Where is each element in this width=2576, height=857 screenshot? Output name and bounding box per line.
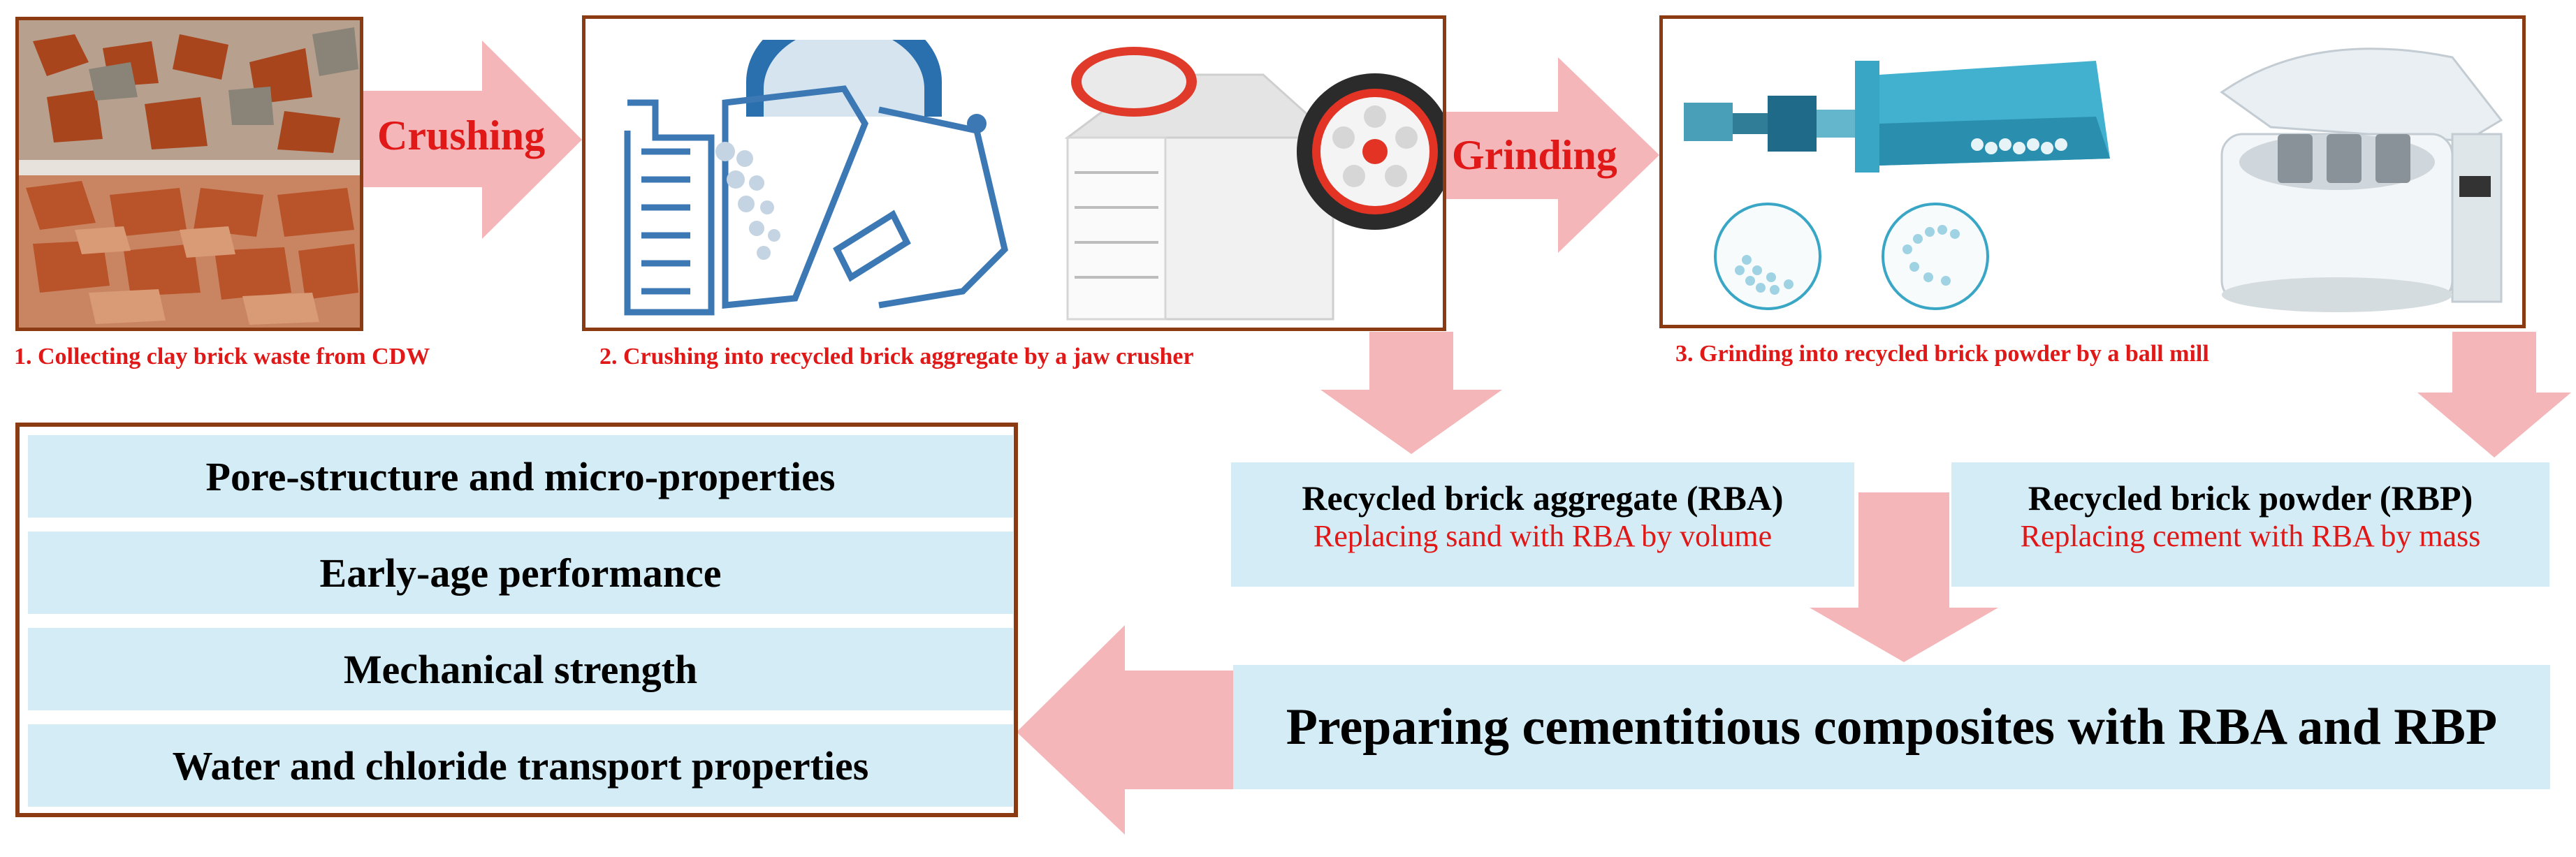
arrow-to-rba [1320, 332, 1502, 454]
caption-step-3: 3. Grinding into recycled brick powder b… [1675, 341, 2209, 367]
rbp-title: Recycled brick powder (RBP) [2028, 478, 2473, 518]
property-item-mechanical-strength: Mechanical strength [28, 628, 1013, 710]
brick-waste-photo [15, 17, 363, 331]
property-item-early-age: Early-age performance [28, 532, 1013, 614]
ball-mill-diagram-icon [1684, 61, 2110, 310]
composite-label: Preparing cementitious composites with R… [1286, 698, 2498, 756]
rbp-subtitle: Replacing cement with RBA by mass [2020, 519, 2481, 553]
property-item-pore-structure: Pore-structure and micro-properties [28, 435, 1013, 518]
rba-title: Recycled brick aggregate (RBA) [1302, 478, 1784, 518]
arrow-to-rbp [2417, 332, 2571, 457]
arrow-crushing-label: Crushing [377, 112, 546, 159]
caption-step-2: 2. Crushing into recycled brick aggregat… [599, 344, 1194, 369]
jaw-crusher-machine-icon [1064, 47, 1443, 321]
composite-panel: Preparing cementitious composites with R… [1233, 665, 2550, 789]
caption-step-1: 1. Collecting clay brick waste from CDW [14, 344, 430, 369]
arrow-grinding-label: Grinding [1452, 132, 1617, 178]
jaw-crusher-diagram-icon [624, 40, 1008, 316]
properties-box: Pore-structure and micro-properties Earl… [15, 423, 1018, 817]
rba-subtitle: Replacing sand with RBA by volume [1313, 519, 1773, 553]
planetary-ball-mill-machine-icon [2220, 47, 2503, 312]
jaw-crusher-frame [582, 15, 1446, 331]
arrow-to-properties [1017, 625, 1233, 835]
arrow-crushing [363, 41, 582, 239]
ball-mill-frame [1659, 15, 2526, 328]
rbp-panel: Recycled brick powder (RBP) Replacing ce… [1951, 462, 2549, 587]
brick-waste-photo-icon [19, 20, 360, 328]
arrow-merge [1810, 492, 1998, 662]
property-item-transport: Water and chloride transport properties [28, 724, 1013, 807]
rba-panel: Recycled brick aggregate (RBA) Replacing… [1231, 462, 1854, 587]
arrow-grinding [1446, 57, 1659, 253]
